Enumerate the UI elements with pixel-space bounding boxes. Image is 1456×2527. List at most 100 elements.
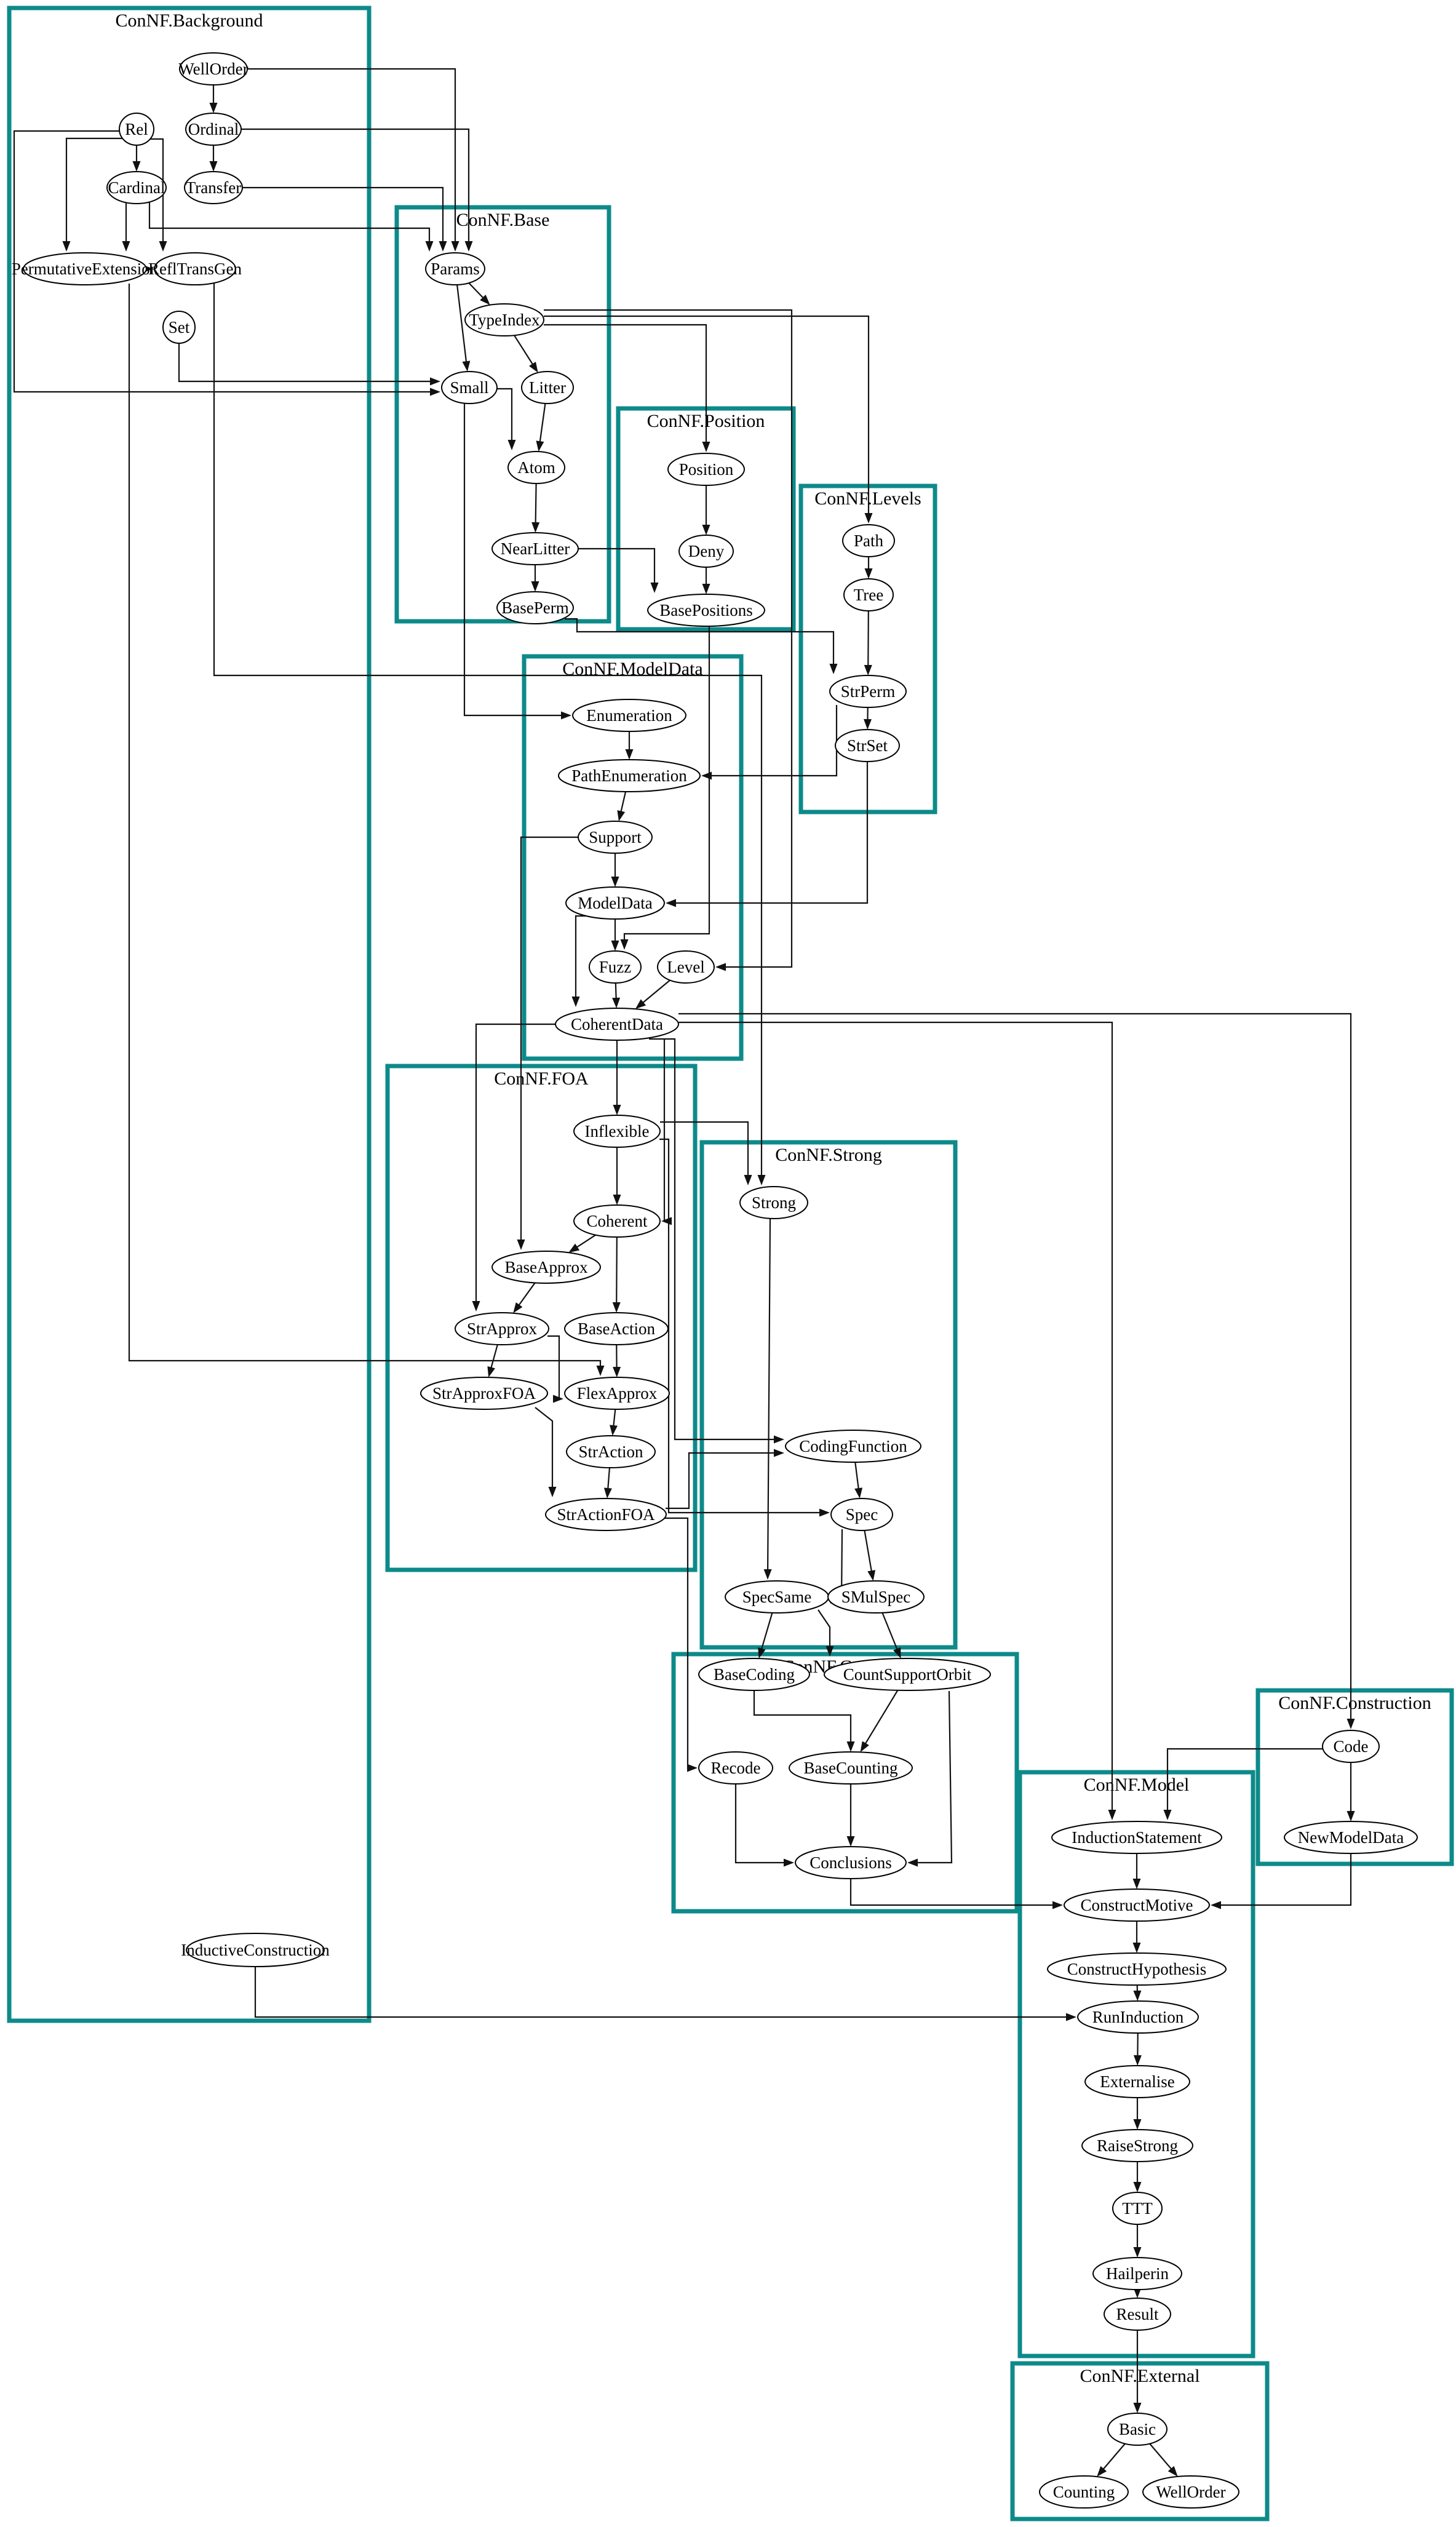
node-BaseApprox: BaseApprox xyxy=(491,1251,601,1284)
node-Fuzz: Fuzz xyxy=(589,950,642,984)
node-label-PermutativeExtension: PermutativeExtension xyxy=(12,260,159,278)
node-label-ConstructMotive: ConstructMotive xyxy=(1081,1896,1193,1914)
arrowhead-icon xyxy=(1133,1990,1142,2002)
node-label-Params: Params xyxy=(431,260,479,278)
node-label-Externalise: Externalise xyxy=(1100,2072,1174,2091)
cluster-label-Background: ConNF.Background xyxy=(115,10,263,31)
edge-CoherentData-InductionStatement xyxy=(678,1021,1116,1820)
arrowhead-icon xyxy=(1133,2182,1142,2192)
arrowhead-icon xyxy=(702,584,710,594)
arrowhead-icon xyxy=(122,241,130,252)
arrowhead-icon xyxy=(625,749,634,760)
node-StrApprox: StrApprox xyxy=(455,1312,549,1345)
arrowhead-icon xyxy=(561,711,571,720)
node-BaseCounting: BaseCounting xyxy=(789,1751,913,1785)
node-NearLitter: NearLitter xyxy=(491,532,579,565)
edge-StrPerm-PathEnumeration xyxy=(701,705,838,780)
arrowhead-icon xyxy=(613,1366,621,1377)
cluster-Construction: ConNF.Construction xyxy=(1255,1688,1454,1866)
edge-Coherent-BaseApprox xyxy=(568,1234,596,1253)
edge-SMulSpec-CountSupportOrbit xyxy=(881,1612,901,1659)
edge-Coherent-BaseAction xyxy=(612,1236,621,1313)
edge-NearLitter-BasePerm xyxy=(531,565,539,592)
arrowhead-icon xyxy=(846,1836,855,1847)
edge-StrActionFOA-Recode xyxy=(664,1517,698,1772)
arrowhead-icon xyxy=(1347,1811,1355,1821)
edge-Hailperin-Result xyxy=(1133,2288,1142,2298)
edge-Enumeration-PathEnumeration xyxy=(625,731,634,760)
edge-Support-BaseApprox xyxy=(517,836,578,1250)
arrowhead-icon xyxy=(819,1508,830,1517)
arrowhead-icon xyxy=(867,1570,876,1582)
node-Enumeration: Enumeration xyxy=(572,699,686,732)
edge-StrActionFOA-CodingFunction xyxy=(666,1449,784,1510)
node-Externalise: Externalise xyxy=(1084,2065,1190,2098)
edge-Rel-ReflTransGen xyxy=(150,138,167,252)
arrowhead-icon xyxy=(159,241,167,252)
edge-ConstructMotive-ConstructHypothesis xyxy=(1132,1921,1141,1953)
arrowhead-icon xyxy=(536,440,544,452)
edge-WellOrder-Params xyxy=(247,68,459,252)
edge-CoherentData-StrApprox xyxy=(472,1023,555,1311)
edges-layer xyxy=(13,68,1355,2477)
edge-BaseCoding-BaseCounting xyxy=(753,1690,855,1752)
arrowhead-icon xyxy=(531,522,540,533)
arrowhead-icon xyxy=(462,360,471,372)
node-BaseAction: BaseAction xyxy=(564,1312,669,1345)
arrowhead-icon xyxy=(507,440,516,450)
edge-Rel-Cardinal xyxy=(132,145,141,172)
edge-Inflexible-Spec xyxy=(659,1138,830,1517)
edge-BaseCounting-Conclusions xyxy=(846,1784,855,1847)
node-Code: Code xyxy=(1322,1730,1380,1763)
node-WellOrderExt: WellOrder xyxy=(1142,2475,1239,2509)
arrowhead-icon xyxy=(612,997,621,1009)
arrowhead-icon xyxy=(702,442,710,452)
arrowhead-icon xyxy=(907,1858,918,1867)
node-label-NearLitter: NearLitter xyxy=(501,539,570,558)
node-Conclusions: Conclusions xyxy=(795,1846,907,1879)
edge-CoherentData-Code xyxy=(678,1013,1355,1729)
node-label-Deny: Deny xyxy=(688,542,725,560)
arrowhead-icon xyxy=(1211,1901,1221,1909)
arrowhead-icon xyxy=(635,999,646,1009)
edge-ModelData-Fuzz xyxy=(611,919,619,951)
node-label-Path: Path xyxy=(854,531,884,550)
node-NewModelData: NewModelData xyxy=(1284,1821,1418,1854)
edge-Strong-SpecSame xyxy=(763,1218,772,1580)
edge-NewModelData-ConstructMotive xyxy=(1211,1853,1352,1909)
arrowhead-icon xyxy=(612,1302,621,1313)
node-label-Enumeration: Enumeration xyxy=(586,706,672,725)
arrowhead-icon xyxy=(846,1741,855,1752)
edge-Deny-BasePositions xyxy=(702,567,710,594)
edge-StrApprox-FlexApprox xyxy=(547,1335,563,1403)
node-label-Tree: Tree xyxy=(854,586,884,604)
node-label-TypeIndex: TypeIndex xyxy=(469,311,540,329)
node-label-ModelData: ModelData xyxy=(578,894,652,912)
cluster-Background: ConNF.Background xyxy=(7,6,372,2023)
arrowhead-icon xyxy=(528,361,538,373)
arrowhead-icon xyxy=(568,1243,580,1253)
arrowhead-icon xyxy=(854,1487,863,1499)
node-label-StrApproxFOA: StrApproxFOA xyxy=(432,1384,536,1403)
arrowhead-icon xyxy=(487,1366,495,1378)
node-Level: Level xyxy=(657,950,715,984)
edge-Params-Small xyxy=(456,284,471,372)
node-label-StrActionFOA: StrActionFOA xyxy=(557,1505,655,1524)
edge-CountSupportOrbit-BaseCounting xyxy=(860,1690,899,1753)
node-FlexApprox: FlexApprox xyxy=(564,1377,670,1410)
edge-Rel-Small xyxy=(13,130,440,396)
node-label-CountSupportOrbit: CountSupportOrbit xyxy=(843,1665,972,1684)
node-label-Transfer: Transfer xyxy=(186,178,242,197)
cluster-Strong: ConNF.Strong xyxy=(699,1140,958,1650)
node-Small: Small xyxy=(441,371,498,404)
node-Hailperin: Hailperin xyxy=(1092,2257,1182,2290)
node-CountSupportOrbit: CountSupportOrbit xyxy=(824,1658,991,1691)
arrowhead-icon xyxy=(425,241,434,252)
arrowhead-icon xyxy=(860,1741,869,1753)
arrowhead-icon xyxy=(661,1217,672,1225)
edge-ConstructHypothesis-RunInduction xyxy=(1133,1984,1142,2002)
arrowhead-icon xyxy=(620,939,629,950)
node-label-Basic: Basic xyxy=(1119,2420,1156,2438)
node-ReflTransGen: ReflTransGen xyxy=(148,252,242,285)
edge-Atom-NearLitter xyxy=(531,483,540,533)
